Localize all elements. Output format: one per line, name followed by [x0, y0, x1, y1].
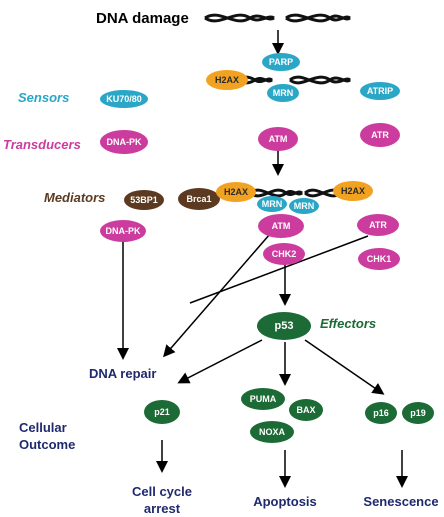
- dna-helix-top: [204, 13, 351, 23]
- row-label-transducers: Transducers: [3, 137, 81, 152]
- row-label-cellular-line1: Cellular: [19, 420, 67, 435]
- outcome-dna-repair: DNA repair: [89, 366, 157, 381]
- node-noxa: NOXA: [250, 421, 294, 443]
- outcome-senescence: Senescence: [363, 494, 439, 509]
- node-chk1: CHK1: [358, 248, 400, 270]
- node-dna-pk-top: DNA-PK: [100, 130, 148, 154]
- node-atr-top: ATR: [360, 123, 400, 147]
- node-p21: p21: [144, 400, 180, 424]
- node-atm-mid: ATM: [258, 214, 304, 238]
- row-label-cellular-line2: Outcome: [19, 437, 76, 452]
- row-label-cellular-outcome: Cellular Outcome: [19, 419, 75, 453]
- node-p19: p19: [402, 402, 434, 424]
- node-bax: BAX: [289, 399, 323, 421]
- outcome-apoptosis: Apoptosis: [253, 494, 317, 509]
- node-parp: PARP: [262, 53, 300, 71]
- node-h2ax-top: H2AX: [206, 70, 248, 90]
- node-atr-mid: ATR: [357, 214, 399, 236]
- row-label-sensors: Sensors: [18, 90, 70, 105]
- node-chk2: CHK2: [263, 243, 305, 265]
- row-label-effectors: Effectors: [320, 316, 377, 331]
- node-h2ax-mid-right: H2AX: [333, 181, 373, 201]
- outcome-cell-cycle-line1: Cell cycle: [132, 484, 192, 499]
- diagram-title: DNA damage: [96, 10, 189, 27]
- node-puma: PUMA: [241, 388, 285, 410]
- node-ku70-80: KU70/80: [100, 90, 148, 108]
- node-mrn-mid-right: MRN: [289, 198, 319, 214]
- node-atrip: ATRIP: [360, 82, 400, 100]
- node-p53: p53: [257, 312, 311, 340]
- outcome-cell-cycle-arrest: Cell cycle arrest: [122, 483, 202, 517]
- node-p16: p16: [365, 402, 397, 424]
- node-atm-top: ATM: [258, 127, 298, 151]
- node-h2ax-mid-left: H2AX: [216, 182, 256, 202]
- node-dna-pk-mid: DNA-PK: [100, 220, 146, 242]
- node-brca1: Brca1: [178, 188, 220, 210]
- row-label-mediators: Mediators: [44, 190, 106, 205]
- node-53bp1: 53BP1: [124, 190, 164, 210]
- outcome-cell-cycle-line2: arrest: [143, 501, 181, 516]
- node-mrn-mid-left: MRN: [257, 196, 287, 212]
- node-mrn-top: MRN: [267, 84, 299, 102]
